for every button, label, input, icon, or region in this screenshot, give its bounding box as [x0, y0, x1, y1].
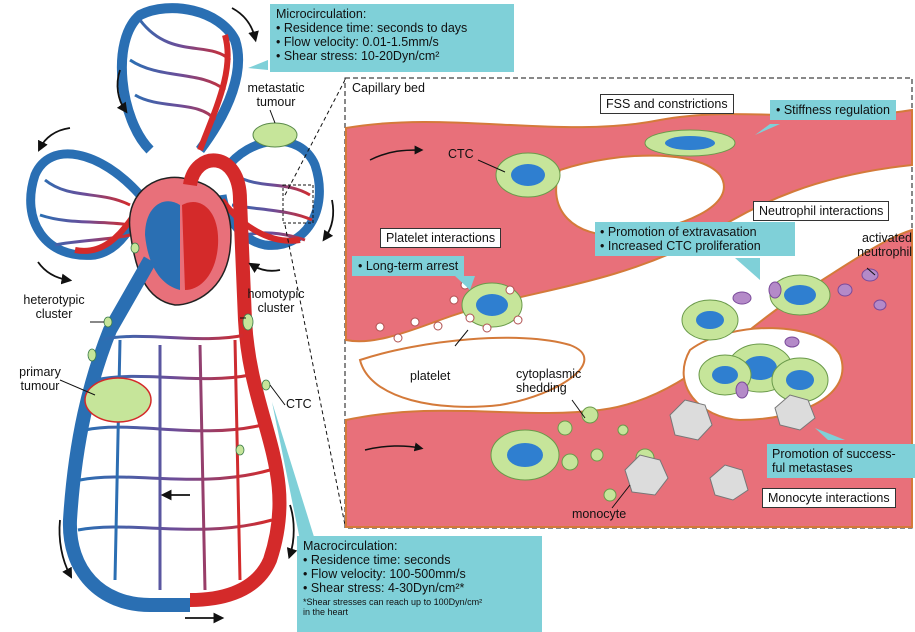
extravasation-item: • Increased CTC proliferation [600, 239, 790, 253]
upper-capillary-loop [122, 8, 238, 150]
monocyte-interactions-box: Monocyte interactions [762, 488, 896, 508]
primary-tumour-label: primary tumour [8, 366, 72, 394]
micro-item: • Residence time: seconds to days [276, 21, 508, 35]
platelet-interactions-box: Platelet interactions [380, 228, 501, 248]
macro-item: • Residence time: seconds [303, 553, 536, 567]
activated-neutrophil-label: activated neutrophil [842, 232, 912, 260]
macrocirculation-box: Macrocirculation: • Residence time: seco… [297, 536, 542, 632]
success-line: Promotion of success- [772, 447, 912, 461]
success-line: ful metastases [772, 461, 912, 475]
platelet-label: platelet [410, 370, 450, 384]
micro-callout-pointer [248, 60, 268, 70]
successful-metastases-box: Promotion of success- ful metastases [767, 444, 915, 478]
extravasation-item: • Promotion of extravasation [600, 225, 790, 239]
neutrophil-interactions-box: Neutrophil interactions [753, 201, 889, 221]
microcirculation-box: Microcirculation: • Residence time: seco… [270, 4, 514, 72]
left-lung-capillaries [31, 154, 140, 255]
ctc-label-bed: CTC [448, 148, 474, 162]
fss-constrictions-box: FSS and constrictions [600, 94, 734, 114]
metastatic-tumour-label: metastatic tumour [236, 82, 316, 110]
micro-item: • Flow velocity: 0.01-1.5mm/s [276, 35, 508, 49]
macro-item: • Shear stress: 4-30Dyn/cm²* [303, 581, 536, 595]
cytoplasmic-shedding-label: cytoplasmic shedding [516, 368, 581, 396]
macro-footnote: *Shear stresses can reach up to 100Dyn/c… [303, 597, 536, 607]
extravasation-box: • Promotion of extravasation • Increased… [595, 222, 795, 256]
long-term-arrest-box: • Long-term arrest [352, 256, 464, 276]
macro-title: Macrocirculation: [303, 539, 536, 553]
stiffness-regulation-box: • Stiffness regulation [770, 100, 896, 120]
macro-footnote: in the heart [303, 607, 536, 617]
primary-tumour-mass [85, 378, 151, 422]
systemic-capillary-network [78, 335, 272, 590]
micro-title: Microcirculation: [276, 7, 508, 21]
ctc-label-left: CTC [286, 398, 312, 412]
capillary-bed-title: Capillary bed [352, 82, 425, 96]
heterotypic-cluster-label: heterotypic cluster [14, 294, 94, 322]
monocyte-label: monocyte [572, 508, 626, 522]
micro-item: • Shear stress: 10-20Dyn/cm² [276, 49, 508, 63]
homotypic-cluster-label: homotypic cluster [236, 288, 316, 316]
macro-item: • Flow velocity: 100-500mm/s [303, 567, 536, 581]
heart [130, 177, 231, 305]
